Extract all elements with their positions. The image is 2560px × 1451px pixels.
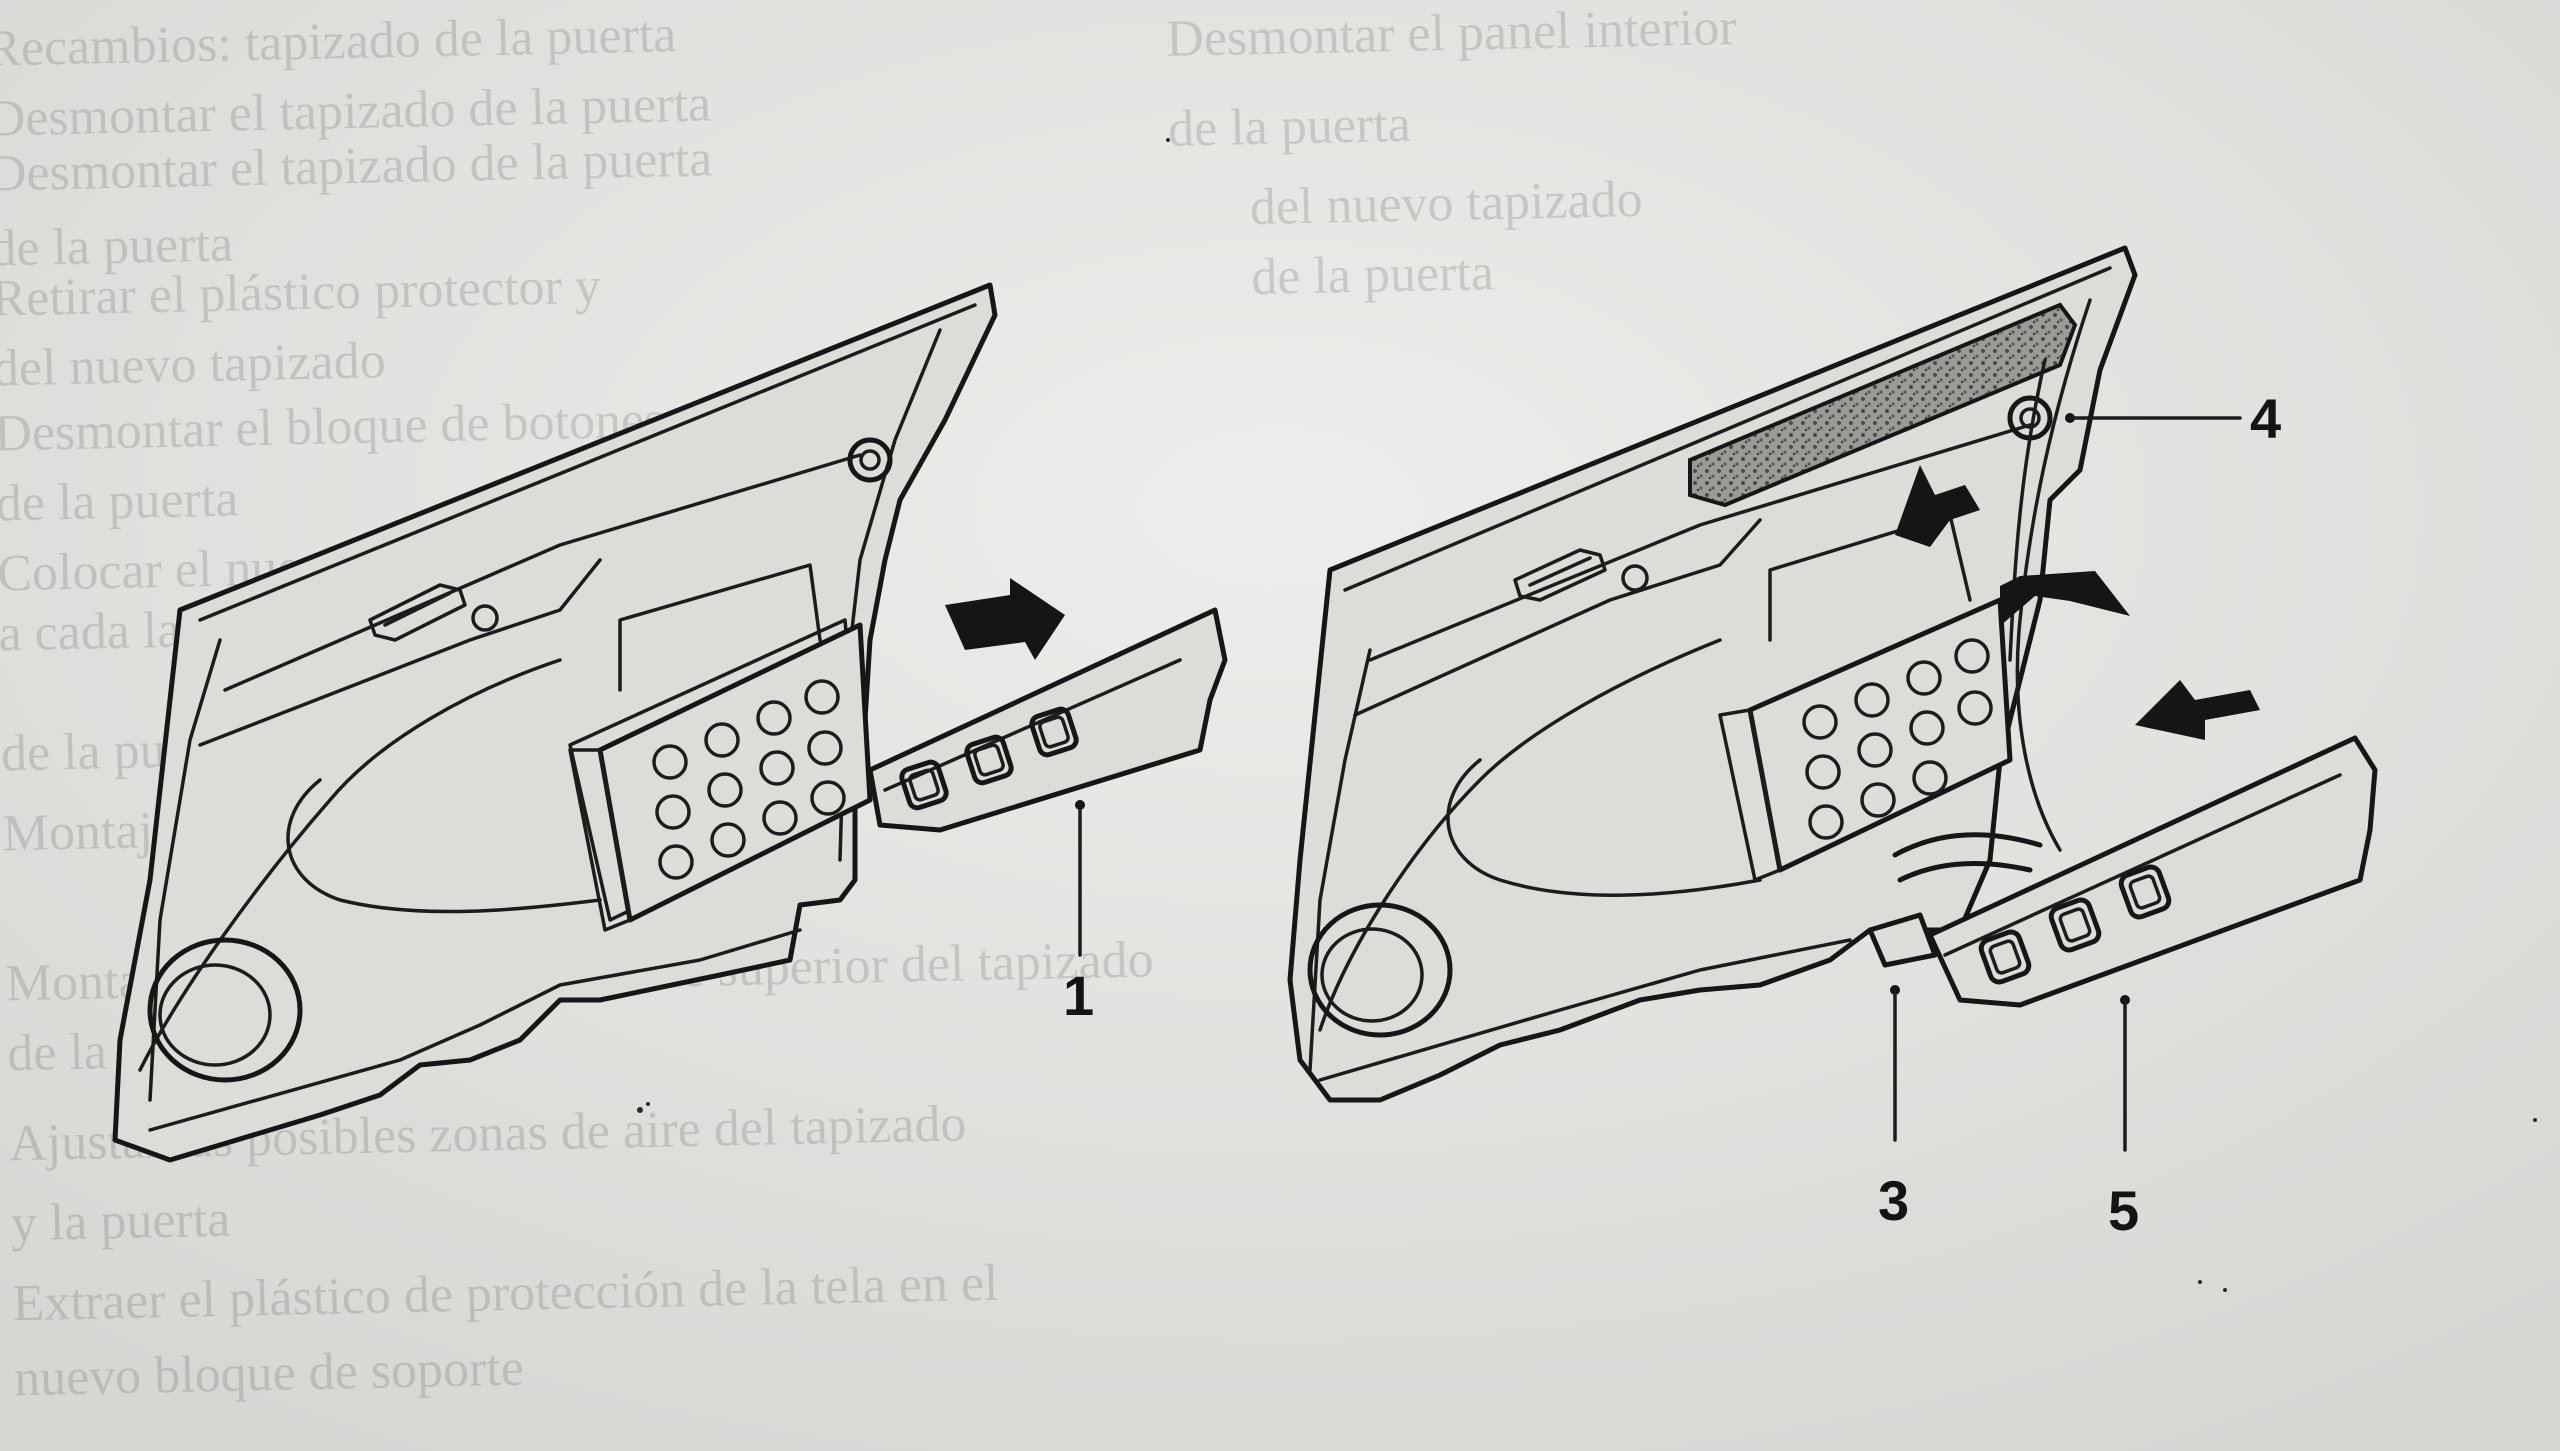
left-removal-arrow-icon bbox=[945, 578, 1065, 660]
release-arrow-icon bbox=[2000, 571, 2130, 626]
right-felt-strip bbox=[1688, 302, 2078, 508]
left-door-panel bbox=[112, 282, 998, 1163]
callout-3: 3 bbox=[1878, 985, 1909, 1232]
left-speaker-grille bbox=[568, 622, 873, 932]
left-panel-upper-curve bbox=[198, 453, 862, 747]
bleed-line: de la puerta bbox=[1168, 96, 1412, 158]
callout-1-label: 1 bbox=[1063, 964, 1094, 1027]
left-panel-lower-curve bbox=[138, 658, 562, 1072]
bleed-line: Montaje bbox=[2, 802, 176, 863]
callout-5-label: 5 bbox=[2108, 1179, 2139, 1242]
left-door-handle bbox=[368, 583, 467, 642]
print-specks bbox=[637, 138, 2537, 1292]
right-door-handle bbox=[1513, 548, 1607, 602]
bleed-line: de la puerta bbox=[0, 470, 239, 532]
callout-1: 1 bbox=[1063, 800, 1094, 1027]
bleed-line: Desmontar el panel interior bbox=[1166, 0, 1737, 68]
left-lock-knob bbox=[471, 604, 499, 632]
bleed-line: Desmontar el bloque de botones bbox=[0, 392, 665, 463]
callout-3-label: 3 bbox=[1878, 1169, 1909, 1232]
right-panel-pocket bbox=[1446, 513, 1972, 897]
right-speaker-grille bbox=[1718, 597, 2013, 882]
release-arrow-icon bbox=[1895, 465, 1980, 547]
right-panel-outline bbox=[1287, 245, 2138, 1103]
bleed-line: y la puerta bbox=[10, 1191, 231, 1253]
release-arrow-icon bbox=[2135, 680, 2260, 740]
right-panel-upper-curve bbox=[1353, 423, 2032, 717]
callout-4: 4 bbox=[2065, 387, 2281, 450]
right-armrest-clip bbox=[1867, 832, 2043, 968]
callout-4-label: 4 bbox=[2250, 387, 2281, 450]
left-panel-outline bbox=[112, 282, 998, 1163]
left-switch-buttons bbox=[899, 706, 1079, 811]
left-panel-bottom-edge bbox=[148, 928, 802, 1132]
right-door-speaker bbox=[1307, 902, 1453, 1038]
right-lock-knob bbox=[1621, 564, 1649, 592]
bleed-line: del nuevo tapizado bbox=[0, 332, 386, 397]
right-panel-fold-line bbox=[2008, 298, 2092, 852]
bleed-line: de la puerta bbox=[1251, 244, 1495, 306]
right-door-panel bbox=[1287, 245, 2138, 1103]
bleed-line: Retirar el plástico protector y bbox=[0, 258, 601, 328]
bleed-line: nuevo bloque de soporte bbox=[14, 1340, 525, 1408]
right-switch-buttons bbox=[1978, 864, 2172, 985]
left-panel-pocket bbox=[286, 563, 822, 914]
right-window-switch-panel bbox=[1927, 735, 2378, 1008]
right-panel-bottom-edge bbox=[1318, 938, 1852, 1082]
bleed-line: de la puerta bbox=[0, 215, 234, 277]
right-panel-lower-curve bbox=[1318, 638, 1722, 1032]
bleed-line: del nuevo tapizado bbox=[1249, 171, 1643, 236]
callout-5: 5 bbox=[2108, 995, 2139, 1242]
left-door-speaker bbox=[147, 937, 303, 1083]
left-window-switch-panel bbox=[867, 607, 1228, 833]
left-top-clip bbox=[847, 437, 893, 483]
right-release-arrows bbox=[1895, 465, 2260, 740]
right-panel-inner-frame bbox=[1308, 266, 2112, 1072]
